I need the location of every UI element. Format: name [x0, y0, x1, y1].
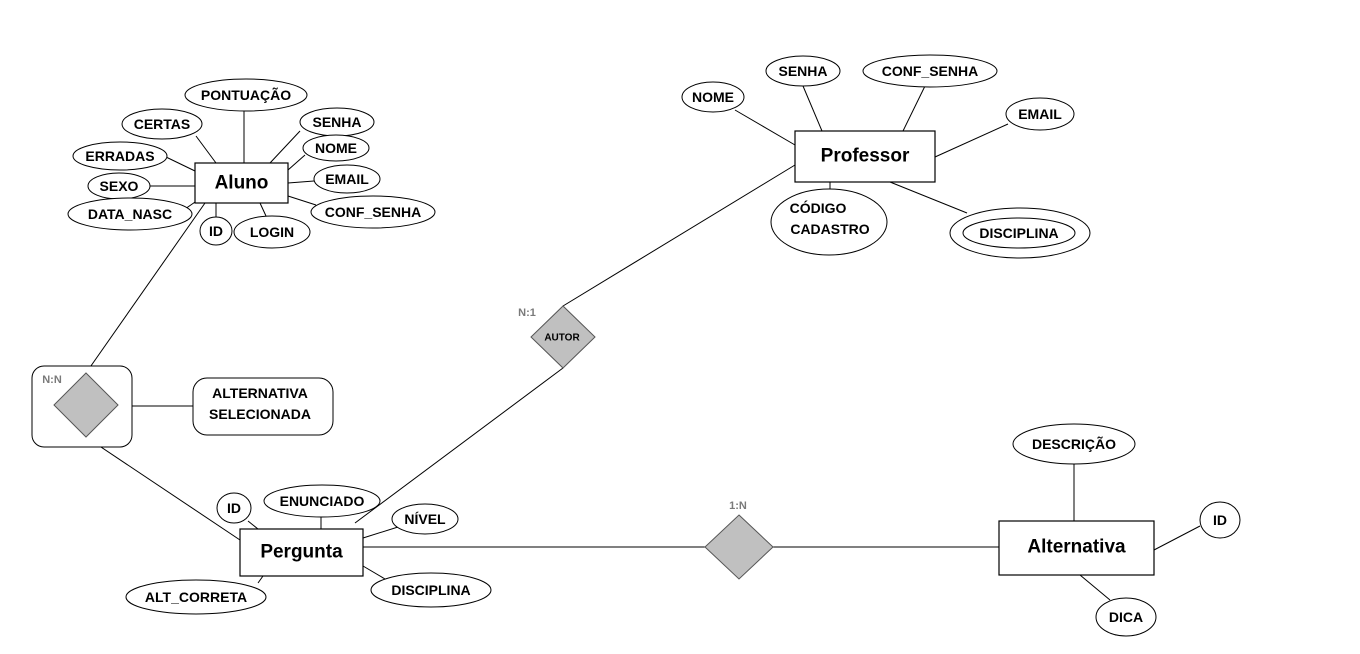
attribute-aluno-conf-senha[interactable]: CONF_SENHA: [310, 195, 436, 229]
attribute-aluno-data-nasc[interactable]: DATA_NASC: [67, 197, 193, 231]
attribute-alternativa-selecionada-line2: SELECIONADA: [209, 406, 311, 422]
edge-professor-email: [934, 123, 1009, 158]
attribute-aluno-login-label: LOGIN: [250, 224, 294, 240]
attribute-aluno-pontuacao[interactable]: PONTUAÇÃO: [184, 78, 308, 112]
attribute-aluno-id[interactable]: ID: [199, 216, 233, 246]
cardinality-aluno-pergunta: N:N: [42, 374, 62, 386]
attribute-professor-cadastro-label: CADASTRO: [790, 221, 869, 237]
attribute-professor-conf-senha[interactable]: CONF_SENHA: [862, 54, 998, 88]
attribute-pergunta-enunciado-label: ENUNCIADO: [280, 493, 365, 509]
attribute-professor-nome[interactable]: NOME: [681, 81, 745, 113]
attribute-alternativa-selecionada-line1: ALTERNATIVA: [212, 385, 308, 401]
entity-professor-label: Professor: [821, 146, 910, 167]
attribute-aluno-certas[interactable]: CERTAS: [121, 108, 203, 140]
attribute-alternativa-dica[interactable]: DICA: [1095, 597, 1157, 637]
attribute-aluno-erradas[interactable]: ERRADAS: [72, 141, 168, 171]
attribute-professor-conf-senha-label: CONF_SENHA: [882, 63, 978, 79]
entity-aluno-label: Aluno: [215, 173, 269, 194]
edge-nn-pergunta: [85, 436, 241, 541]
attribute-professor-email[interactable]: EMAIL: [1005, 97, 1075, 131]
attribute-aluno-senha[interactable]: SENHA: [299, 107, 375, 137]
edge-aluno-nn: [85, 202, 206, 374]
attribute-aluno-erradas-label: ERRADAS: [85, 148, 154, 164]
edge-aluno-email: [287, 180, 315, 184]
edge-professor-autor: [562, 164, 796, 307]
attribute-aluno-pontuacao-label: PONTUAÇÃO: [201, 86, 291, 103]
attribute-professor-disciplina-label: DISCIPLINA: [979, 225, 1058, 241]
relationship-autor[interactable]: AUTOR: [530, 305, 596, 369]
attribute-professor-senha-label: SENHA: [778, 63, 827, 79]
entity-aluno[interactable]: Aluno: [194, 162, 289, 204]
attribute-pergunta-id[interactable]: ID: [216, 492, 252, 524]
attribute-pergunta-alt-correta-label: ALT_CORRETA: [145, 589, 247, 605]
connection-lines: [85, 85, 1201, 601]
attribute-aluno-certas-label: CERTAS: [134, 116, 191, 132]
edge-alternativa-dica: [1079, 574, 1111, 601]
attribute-pergunta-disciplina-label: DISCIPLINA: [391, 582, 470, 598]
attribute-pergunta-nivel[interactable]: NÍVEL: [391, 503, 459, 535]
attribute-professor-email-label: EMAIL: [1018, 106, 1062, 122]
attribute-professor-disciplina[interactable]: DISCIPLINA: [949, 207, 1091, 259]
cardinality-autor: N:1: [518, 307, 536, 319]
edge-pergunta-alt-correta: [257, 575, 264, 584]
edge-aluno-nome: [287, 154, 306, 171]
edge-pergunta-nivel: [362, 526, 399, 539]
attribute-aluno-email[interactable]: EMAIL: [313, 164, 381, 194]
edge-pergunta-id: [247, 520, 259, 530]
entity-pergunta-label: Pergunta: [260, 542, 343, 563]
entity-pergunta[interactable]: Pergunta: [239, 528, 364, 577]
edge-professor-senha: [802, 85, 823, 132]
attribute-pergunta-nivel-label: NÍVEL: [404, 511, 446, 527]
attribute-aluno-email-label: EMAIL: [325, 171, 369, 187]
edge-autor-pergunta: [354, 367, 564, 524]
attribute-aluno-login[interactable]: LOGIN: [233, 215, 311, 249]
attribute-aluno-senha-label: SENHA: [312, 114, 361, 130]
attribute-pergunta-id-label: ID: [227, 500, 241, 516]
attribute-alternativa-id-label: ID: [1213, 512, 1227, 528]
attribute-professor-codigo-cadastro[interactable]: CÓDIGO CADASTRO: [770, 188, 888, 256]
relationship-aluno-pergunta[interactable]: [31, 365, 133, 448]
attribute-aluno-data-nasc-label: DATA_NASC: [88, 206, 172, 222]
attribute-professor-codigo-label: CÓDIGO: [790, 199, 847, 216]
edge-aluno-erradas: [165, 156, 196, 172]
edge-professor-nome: [734, 109, 796, 146]
attribute-pergunta-disciplina[interactable]: DISCIPLINA: [370, 572, 492, 608]
attribute-aluno-sexo-label: SEXO: [100, 178, 139, 194]
attribute-professor-nome-label: NOME: [692, 89, 734, 105]
attribute-pergunta-alt-correta[interactable]: ALT_CORRETA: [125, 579, 267, 615]
attribute-alternativa-id[interactable]: ID: [1199, 501, 1241, 539]
attribute-aluno-nome[interactable]: NOME: [302, 134, 370, 162]
attribute-alternativa-descricao-label: DESCRIÇÃO: [1032, 435, 1116, 452]
attribute-aluno-id-label: ID: [209, 223, 223, 239]
attribute-aluno-sexo[interactable]: SEXO: [87, 172, 151, 200]
edge-aluno-login: [259, 202, 267, 217]
edge-pergunta-disciplina: [362, 565, 386, 580]
attribute-professor-senha[interactable]: SENHA: [765, 55, 841, 87]
relationship-pergunta-alternativa[interactable]: [704, 514, 774, 580]
entity-alternativa-label: Alternativa: [1027, 537, 1126, 558]
attribute-alternativa-selecionada[interactable]: ALTERNATIVA SELECIONADA: [192, 377, 334, 436]
attribute-aluno-conf-senha-label: CONF_SENHA: [325, 204, 421, 220]
edge-professor-conf-senha: [902, 85, 926, 132]
cardinality-pergunta-alternativa: 1:N: [729, 500, 747, 512]
edge-aluno-senha: [269, 130, 301, 164]
entity-professor[interactable]: Professor: [794, 130, 936, 183]
edge-professor-disciplina: [889, 181, 968, 214]
attribute-alternativa-dica-label: DICA: [1109, 609, 1143, 625]
attribute-aluno-nome-label: NOME: [315, 140, 357, 156]
attribute-alternativa-descricao[interactable]: DESCRIÇÃO: [1012, 423, 1136, 465]
edge-aluno-certas: [195, 135, 217, 164]
edge-alternativa-id: [1153, 525, 1201, 551]
attribute-pergunta-enunciado[interactable]: ENUNCIADO: [263, 484, 381, 518]
edge-aluno-conf-senha: [287, 195, 317, 206]
entity-alternativa[interactable]: Alternativa: [998, 520, 1155, 576]
relationship-autor-label: AUTOR: [544, 333, 580, 344]
